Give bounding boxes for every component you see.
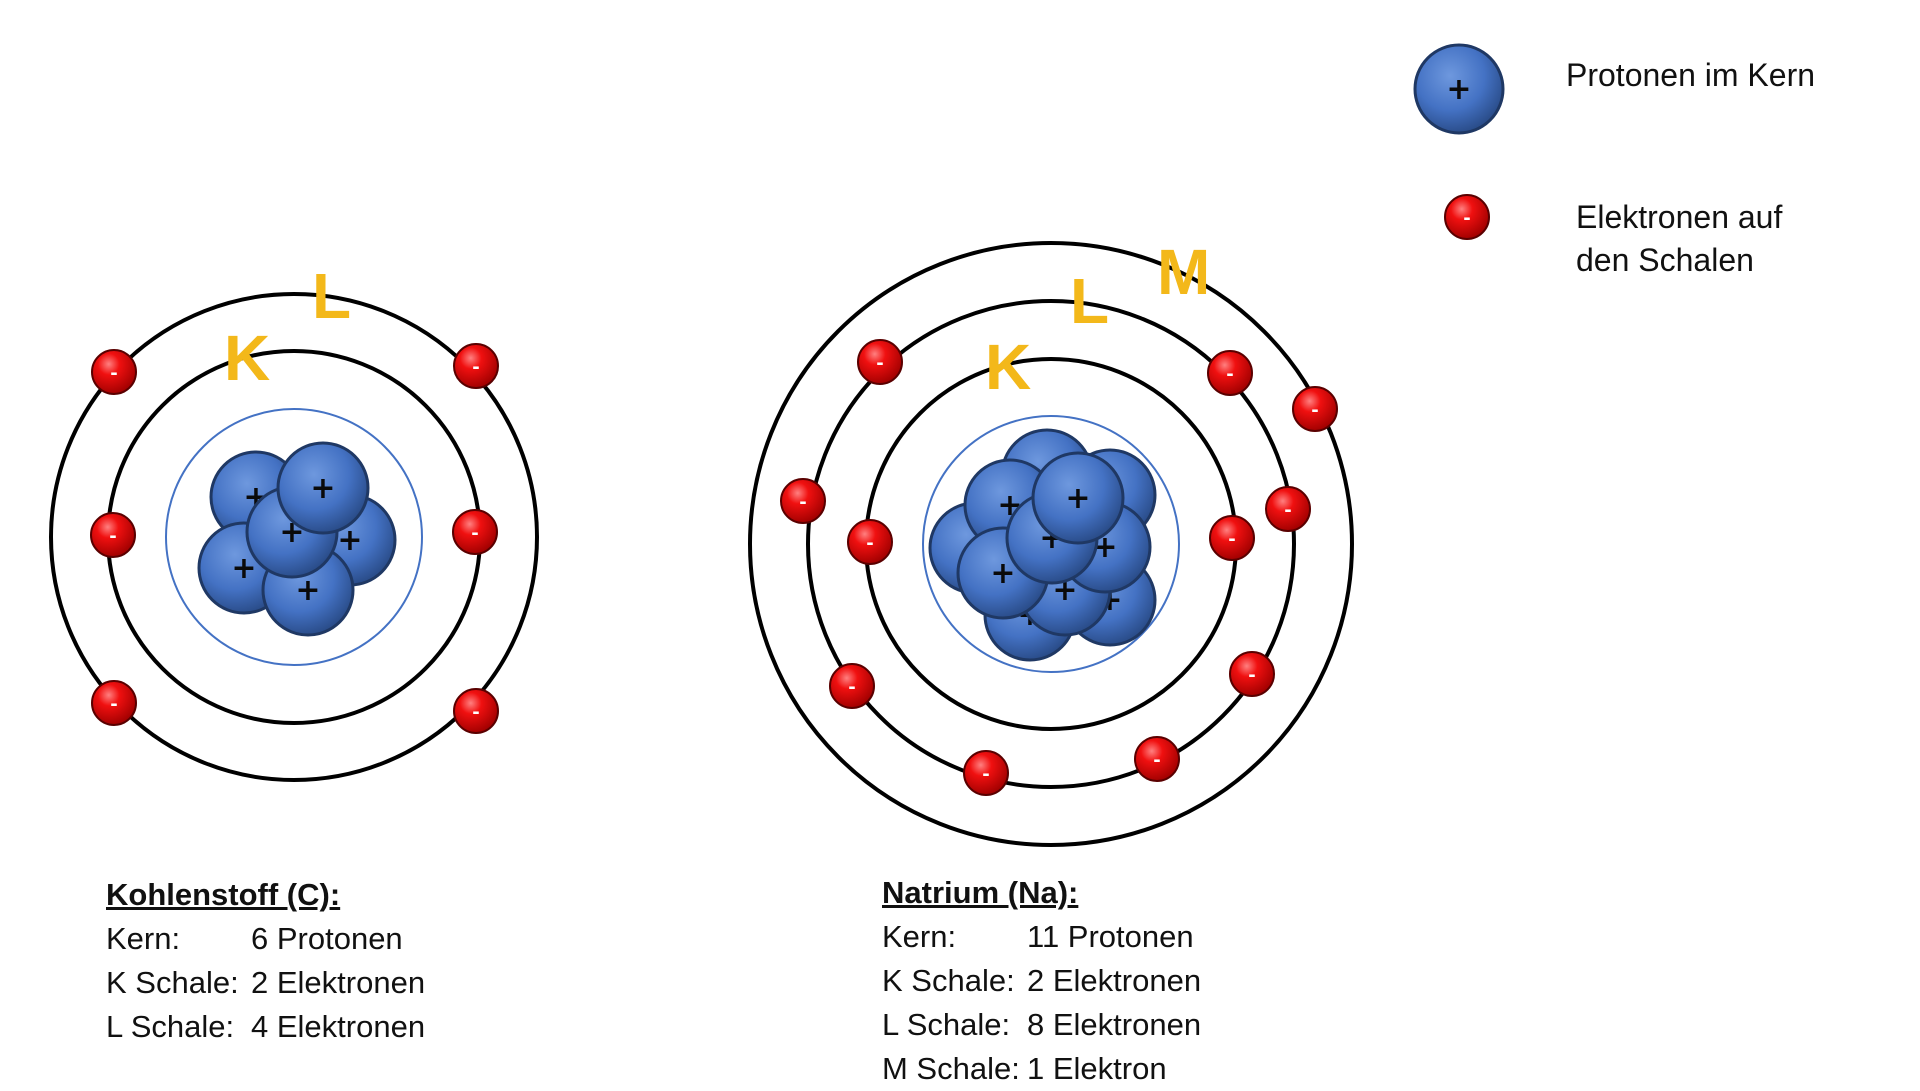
- electron: -: [1265, 486, 1311, 532]
- proton-charge-label: +: [1065, 481, 1090, 516]
- electron: -: [1207, 350, 1253, 396]
- electron-charge-label: -: [472, 702, 479, 723]
- sodium-electrons: - - - - - - - - - - -: [780, 339, 1338, 796]
- electron: -: [1229, 651, 1275, 697]
- proton-charge-label: +: [310, 471, 335, 506]
- legend-proton-icon: +: [1413, 43, 1505, 135]
- electron-charge-label: -: [866, 533, 873, 554]
- electron: -: [1444, 194, 1490, 240]
- legend-electrons-label: Elektronen auf den Schalen: [1576, 196, 1782, 282]
- carbon-nucleus-boundary: [165, 408, 423, 666]
- electron: -: [91, 349, 137, 395]
- electron-charge-label: -: [1226, 364, 1233, 385]
- electron: -: [829, 663, 875, 709]
- sodium-info-row: Kern: 11 Protonen: [882, 915, 1201, 959]
- sodium-info-value: 8 Elektronen: [1027, 1007, 1202, 1042]
- sodium-info-value: 11 Protonen: [1027, 919, 1194, 954]
- carbon-info-label: K Schale:: [106, 965, 239, 1000]
- legend: + -: [1413, 43, 1505, 240]
- electron: -: [453, 343, 499, 389]
- electron-charge-label: -: [472, 357, 479, 378]
- sodium-info-label: Kern:: [882, 919, 957, 954]
- proton-charge-label: +: [990, 556, 1015, 591]
- electron: -: [963, 750, 1009, 796]
- carbon-info-label: Kern:: [106, 921, 181, 956]
- electron: -: [780, 478, 826, 524]
- sodium-shell-k-label: K: [985, 331, 1031, 403]
- electron-charge-label: -: [848, 677, 855, 698]
- electron: -: [857, 339, 903, 385]
- proton-charge-label: +: [295, 573, 320, 608]
- carbon-info-row: Kern: 6 Protonen: [106, 917, 425, 961]
- carbon-shell-k-label: K: [224, 322, 270, 394]
- proton: +: [276, 441, 370, 535]
- sodium-info-row: M Schale: 1 Elektron: [882, 1047, 1201, 1091]
- sodium-info-row: L Schale: 8 Elektronen: [882, 1003, 1201, 1047]
- carbon-info-row: L Schale: 4 Elektronen: [106, 1005, 425, 1049]
- carbon-info-title: Kohlenstoff (C):: [106, 877, 341, 912]
- legend-electrons-label-line2: den Schalen: [1576, 242, 1754, 278]
- carbon-shell-l-orbit: [49, 292, 539, 782]
- electron-charge-label: -: [471, 523, 478, 544]
- electron-charge-label: -: [109, 526, 116, 547]
- carbon-atom: ++++++ ------ K L: [49, 260, 539, 782]
- sodium-info-label: L Schale:: [882, 1007, 1011, 1042]
- electron-charge-label: -: [1153, 750, 1160, 771]
- electron-charge-label: -: [1311, 400, 1318, 421]
- sodium-info-label: M Schale:: [882, 1051, 1020, 1086]
- sodium-shell-m-label: M: [1157, 236, 1210, 308]
- sodium-shell-l-orbit: [806, 299, 1296, 789]
- carbon-info-label: L Schale:: [106, 1009, 235, 1044]
- sodium-shell-l-label: L: [1070, 265, 1109, 337]
- sodium-info-value: 1 Elektron: [1027, 1051, 1167, 1086]
- legend-electron-icon: -: [1444, 194, 1490, 240]
- electron-charge-label: -: [1228, 529, 1235, 550]
- carbon-info: Kohlenstoff (C): Kern: 6 Protonen K Scha…: [106, 873, 425, 1049]
- carbon-info-value: 4 Elektronen: [251, 1009, 426, 1044]
- sodium-info-value: 2 Elektronen: [1027, 963, 1202, 998]
- electron-charge-label: -: [1248, 665, 1255, 686]
- carbon-electrons: - - - - - -: [90, 343, 499, 734]
- electron: -: [1134, 736, 1180, 782]
- sodium-info-label: K Schale:: [882, 963, 1015, 998]
- sodium-atom: +++++++++++ ----------- K L M: [748, 236, 1354, 847]
- electron: -: [453, 688, 499, 734]
- electron-charge-label: -: [110, 363, 117, 384]
- electron: -: [452, 509, 498, 555]
- proton: +: [1413, 43, 1505, 135]
- carbon-info-row: K Schale: 2 Elektronen: [106, 961, 425, 1005]
- electron-charge-label: -: [1463, 208, 1470, 229]
- proton-charge-label: +: [231, 551, 256, 586]
- carbon-info-value: 6 Protonen: [251, 921, 403, 956]
- sodium-nucleus: +++++++++++: [928, 428, 1157, 662]
- electron: -: [1209, 515, 1255, 561]
- electron-charge-label: -: [876, 353, 883, 374]
- electron: -: [1292, 386, 1338, 432]
- electron-charge-label: -: [799, 492, 806, 513]
- electron-charge-label: -: [1284, 500, 1291, 521]
- electron-charge-label: -: [110, 694, 117, 715]
- proton-charge-label: +: [1446, 72, 1471, 107]
- electron: -: [91, 680, 137, 726]
- legend-protons-label: Protonen im Kern: [1566, 57, 1816, 93]
- sodium-info: Natrium (Na): Kern: 11 Protonen K Schale…: [882, 871, 1201, 1091]
- sodium-info-row: K Schale: 2 Elektronen: [882, 959, 1201, 1003]
- sodium-info-title: Natrium (Na):: [882, 875, 1079, 910]
- sodium-shell-m-orbit: [748, 241, 1354, 847]
- sodium-nucleus-boundary: [922, 415, 1180, 673]
- proton: +: [1031, 451, 1125, 545]
- electron: -: [847, 519, 893, 565]
- carbon-info-value: 2 Elektronen: [251, 965, 426, 1000]
- carbon-shell-l-label: L: [312, 260, 351, 332]
- legend-electrons-label-line1: Elektronen auf: [1576, 199, 1783, 235]
- electron-charge-label: -: [982, 764, 989, 785]
- electron: -: [90, 512, 136, 558]
- carbon-nucleus: ++++++: [197, 441, 397, 637]
